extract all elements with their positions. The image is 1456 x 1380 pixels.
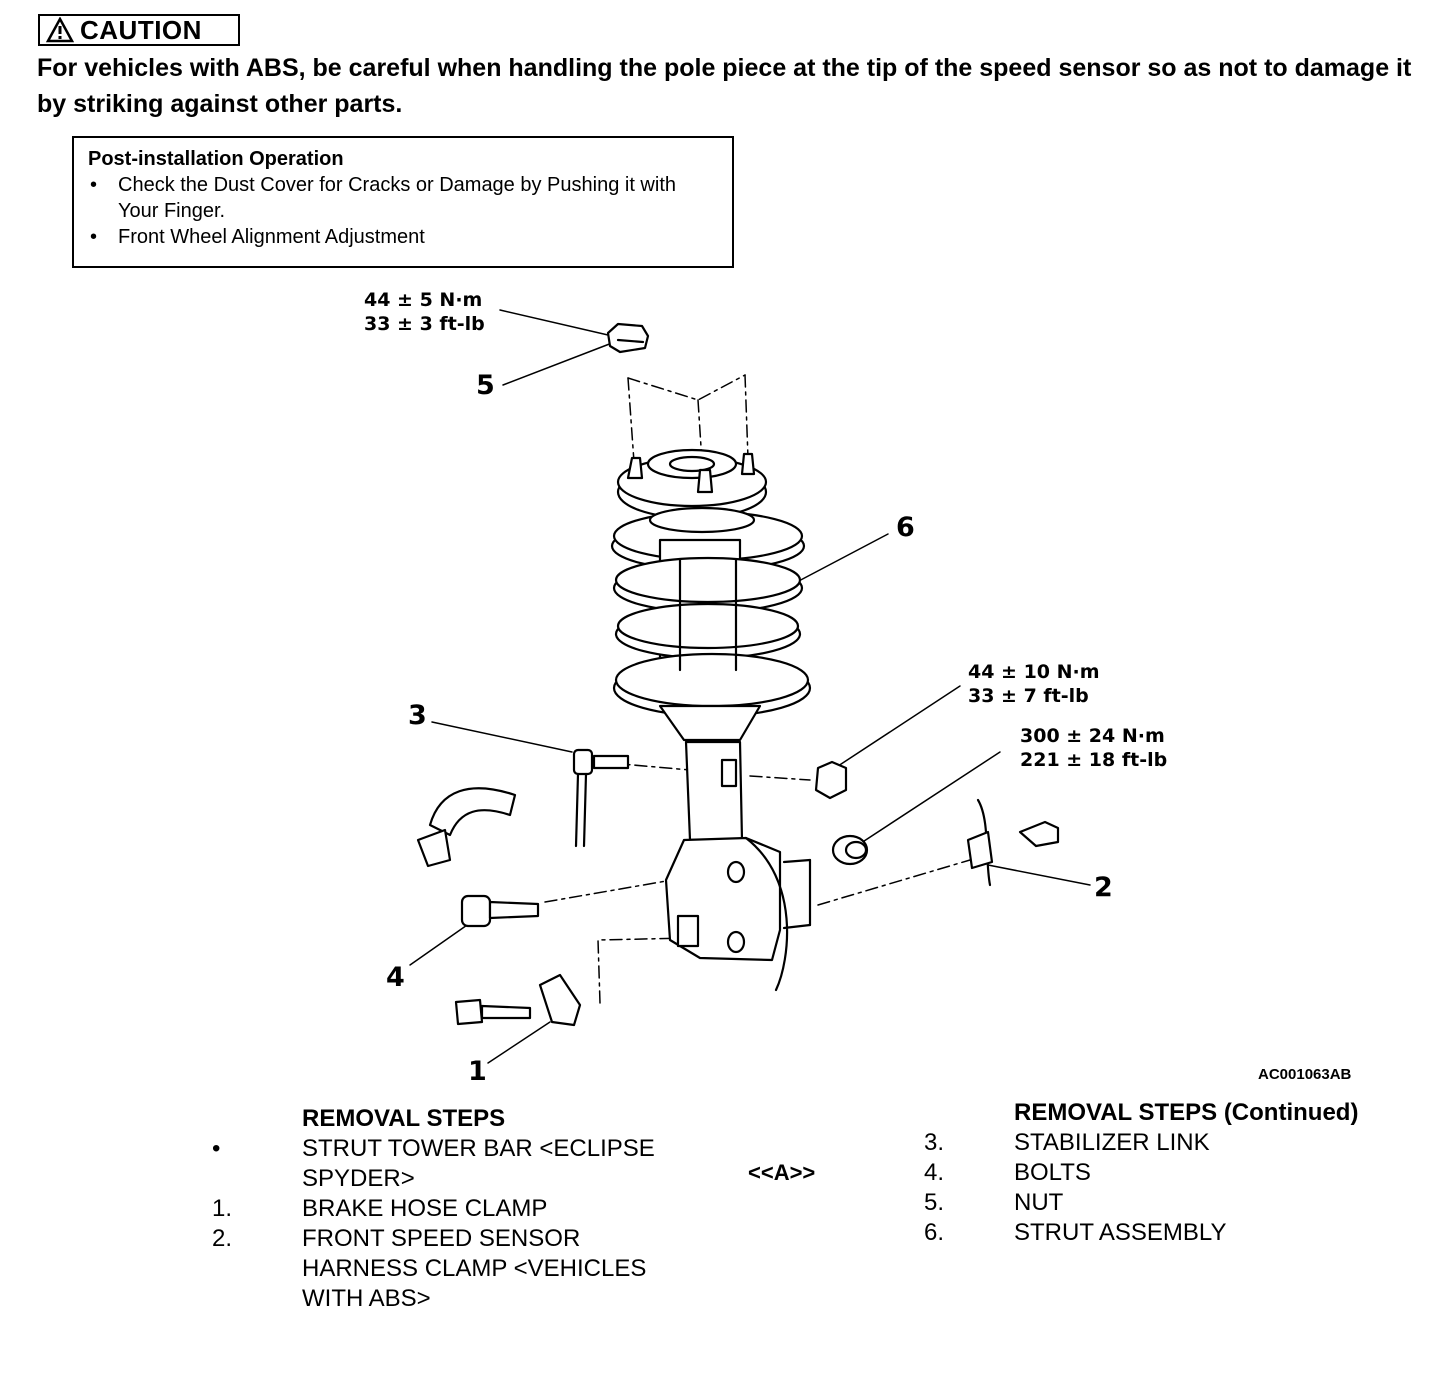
callout-6: 6 (896, 512, 915, 543)
speed-sensor-clamp (966, 798, 1060, 887)
removal-steps-heading: REMOVAL STEPS (302, 1105, 506, 1132)
bolt-nut (831, 834, 869, 866)
list-item: •STRUT TOWER BAR <ECLIPSE SPYDER> (212, 1135, 655, 1192)
service-point-mark: <<A>> (748, 1160, 816, 1185)
list-item: 5.NUT (924, 1189, 1064, 1216)
warning-triangle-icon (46, 17, 74, 43)
list-item: 4.BOLTS (924, 1159, 1091, 1186)
torque-spec-link-nut: 44 ± 10 N·m 33 ± 7 ft-lb (968, 661, 1100, 707)
caution-text: For vehicles with ABS, be careful when h… (37, 54, 1412, 118)
removal-steps: REMOVAL STEPS •STRUT TOWER BAR <ECLIPSE … (212, 1104, 712, 1314)
list-item: 2.FRONT SPEED SENSOR HARNESS CLAMP <VEHI… (212, 1225, 647, 1312)
brake-hose-clamp (454, 973, 582, 1027)
brake-hose (416, 787, 517, 868)
strut-upper-mount (616, 448, 768, 520)
strut-bolt (460, 894, 540, 928)
post-installation-item: Front Wheel Alignment Adjustment (88, 224, 718, 250)
top-nut (606, 322, 650, 354)
callout-1: 1 (468, 1056, 487, 1087)
list-item: 6.STRUT ASSEMBLY (924, 1219, 1227, 1246)
callout-3: 3 (408, 700, 427, 731)
list-item: 3.STABILIZER LINK (924, 1129, 1210, 1156)
coil-spring (610, 506, 812, 718)
leader-lines (409, 309, 1091, 1064)
caution-label: CAUTION (80, 14, 202, 45)
callout-5: 5 (476, 370, 495, 401)
post-installation-box: Post-installation Operation Check the Du… (72, 136, 734, 268)
callout-2: 2 (1094, 872, 1113, 903)
removal-steps-continued-heading: REMOVAL STEPS (Continued) (1014, 1099, 1359, 1126)
post-installation-title: Post-installation Operation (88, 148, 344, 170)
removal-steps-continued: REMOVAL STEPS (Continued) 3.STABILIZER L… (924, 1098, 1424, 1248)
strut-exploded-diagram (409, 309, 1091, 1064)
list-item: 1.BRAKE HOSE CLAMP (212, 1195, 548, 1222)
stabilizer-link (572, 748, 630, 848)
torque-spec-top-nut: 44 ± 5 N·m 33 ± 3 ft-lb (364, 289, 485, 335)
strut-tube (658, 704, 812, 992)
caution-label-box: CAUTION (38, 14, 240, 46)
torque-spec-bolts: 300 ± 24 N·m 221 ± 18 ft-lb (1020, 725, 1168, 771)
post-installation-item: Check the Dust Cover for Cracks or Damag… (88, 172, 718, 224)
link-nut (814, 760, 848, 800)
figure-id: AC001063AB (1258, 1066, 1352, 1083)
callout-4: 4 (386, 962, 405, 993)
